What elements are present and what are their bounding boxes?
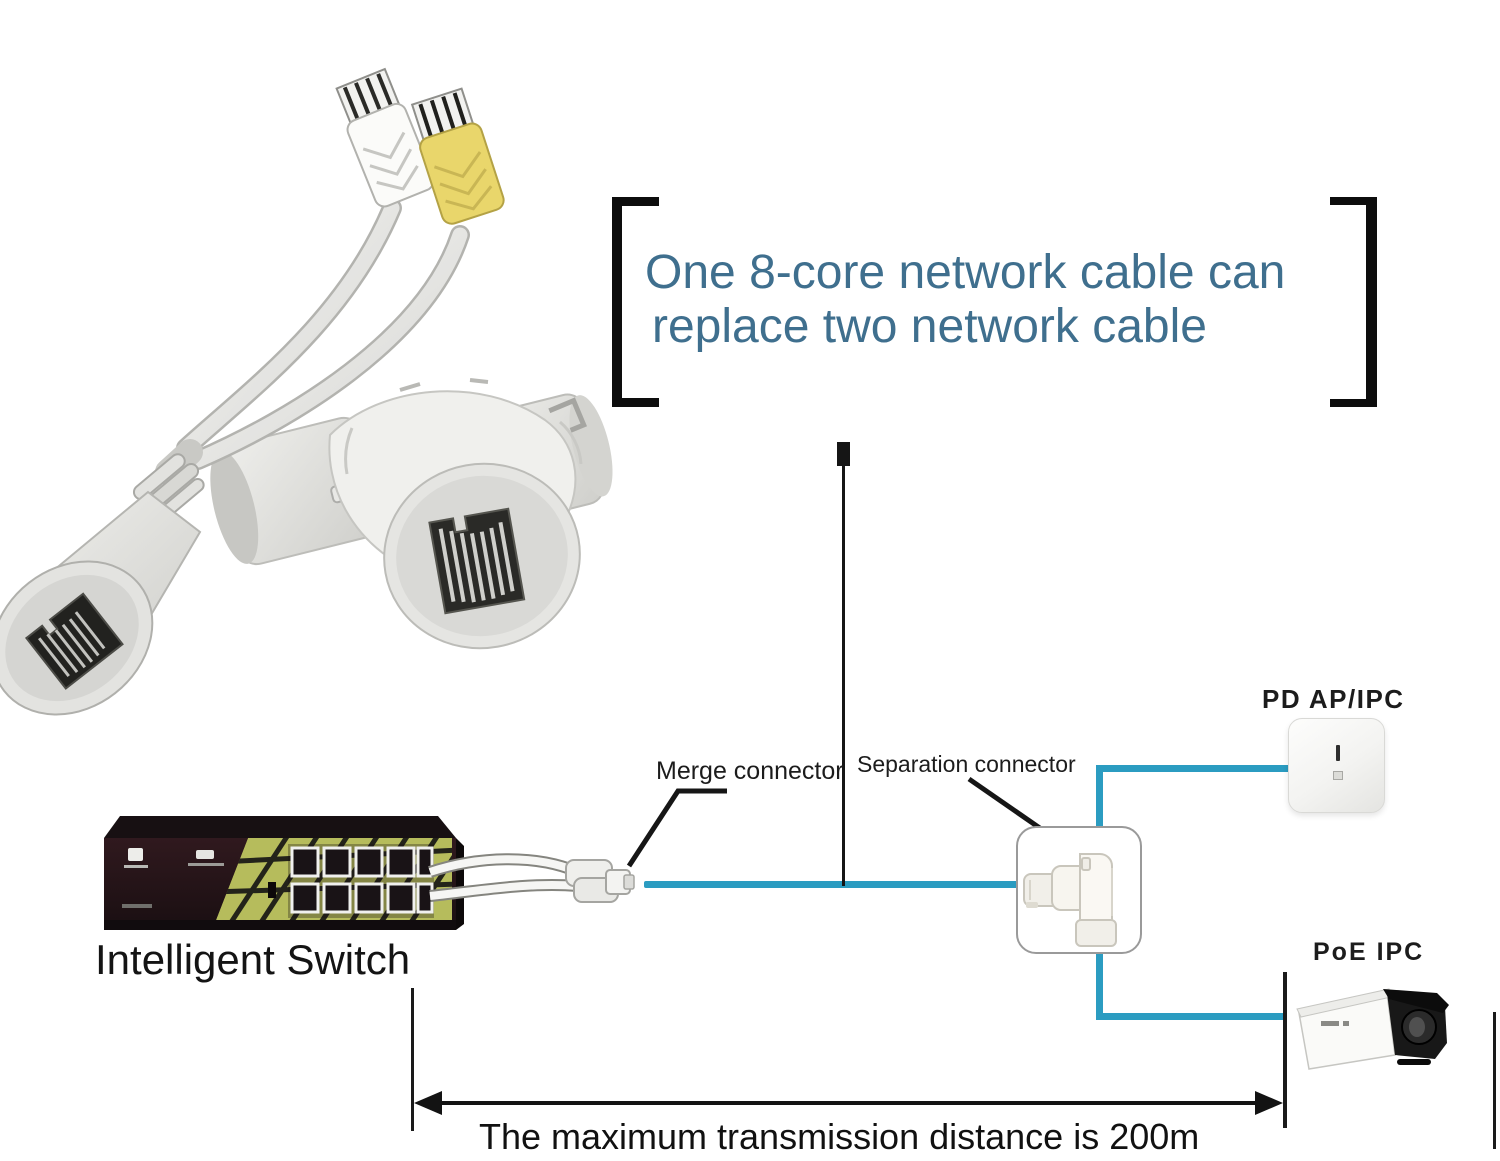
splitter-cable-left-lead [178, 200, 400, 456]
switch-port-block [288, 844, 434, 918]
measurement-boundaries [411, 972, 1287, 1131]
t-connector-front-socket [383, 462, 581, 650]
divider-marker-head [837, 442, 850, 466]
splitter-female-socket [0, 560, 154, 716]
headline-line1: One 8-core network cable can [645, 246, 1286, 299]
switch-brand-marks [122, 848, 276, 908]
separation-connector-photo [1023, 853, 1117, 947]
distance-arrow-right-head [1255, 1091, 1283, 1115]
distance-arrow-left-head [414, 1091, 442, 1115]
rj45-plug-white-icon [335, 67, 435, 208]
switch-top-face [104, 816, 456, 838]
merge-connector-label: Merge connector [656, 757, 844, 785]
merge-leader-line [626, 788, 727, 868]
left-boundary-line [411, 988, 414, 1131]
headline-line2: replace two network cable [652, 300, 1207, 353]
separation-connector-box [1016, 826, 1142, 954]
camera-hood [1383, 989, 1449, 1013]
cable-to-camera-line [1096, 1013, 1287, 1020]
intelligent-switch-photo [104, 816, 464, 930]
distance-caption: The maximum transmission distance is 200… [479, 1116, 1200, 1157]
headline: One 8-core network cable can replace two… [645, 246, 1285, 354]
divider-marker [837, 442, 850, 886]
crop-edge-line [1493, 1012, 1496, 1149]
splitter-cable-photo [0, 67, 505, 716]
right-boundary-line [1283, 972, 1287, 1128]
t-connector-photo [210, 378, 613, 650]
poe-ipc-label: PoE IPC [1313, 938, 1425, 966]
cable-to-ap-line [1096, 765, 1288, 772]
leader-lines [626, 776, 1075, 868]
network-cable-lines [644, 765, 1288, 1020]
distance-arrow-shaft [430, 1101, 1272, 1105]
product-photos [0, 67, 613, 716]
divider-marker-line [842, 466, 845, 886]
rj45-plug-yellow-icon [410, 87, 505, 225]
splitter-cable-right-lead [190, 227, 468, 468]
wireless-ap-photo [1288, 718, 1385, 813]
left-bracket-icon [612, 197, 659, 407]
right-bracket-icon [1330, 197, 1377, 407]
camera-brand-mark [1321, 1021, 1349, 1026]
intelligent-switch-label: Intelligent Switch [95, 936, 411, 983]
ap-logo-mark [1333, 771, 1343, 780]
ap-led-indicator [1336, 745, 1340, 761]
distance-arrow [414, 1091, 1283, 1115]
trunk-cable-line [644, 881, 1020, 888]
separation-connector-label: Separation connector [857, 751, 1076, 777]
merge-connector-body [565, 859, 635, 903]
pd-ap-ipc-label: PD AP/IPC [1262, 684, 1405, 714]
bullet-camera-photo [1296, 988, 1449, 1070]
merge-pigtail-photo [428, 853, 635, 903]
